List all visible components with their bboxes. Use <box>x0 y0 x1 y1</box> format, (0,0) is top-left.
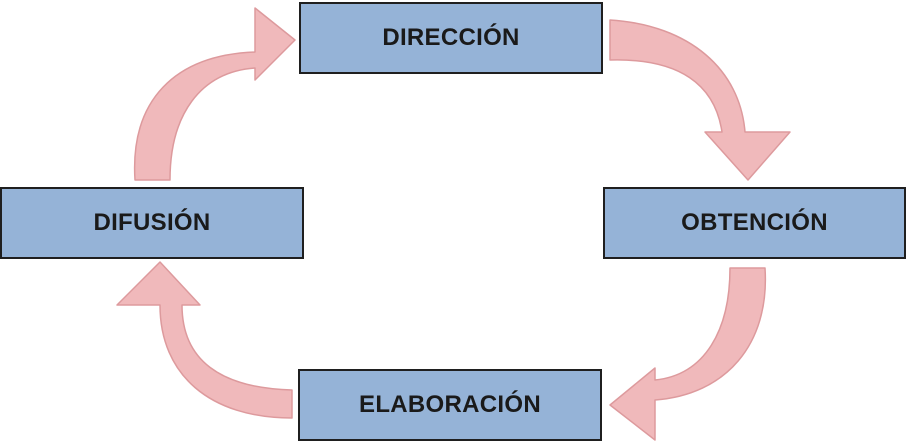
step-obtencion: OBTENCIÓN <box>603 187 906 259</box>
step-elaboracion-label: ELABORACIÓN <box>359 391 541 418</box>
step-elaboracion: ELABORACIÓN <box>298 369 602 441</box>
step-direccion-label: DIRECCIÓN <box>382 24 520 51</box>
step-difusion: DIFUSIÓN <box>0 187 304 259</box>
step-obtencion-label: OBTENCIÓN <box>681 209 828 236</box>
arrow-elaboracion-to-difusion <box>116 261 293 419</box>
step-difusion-label: DIFUSIÓN <box>93 209 211 236</box>
arrow-obtencion-to-elaboracion <box>609 267 767 441</box>
arrow-difusion-to-direccion <box>133 7 296 181</box>
arrow-direccion-to-obtencion <box>609 19 791 181</box>
step-direccion: DIRECCIÓN <box>299 2 603 74</box>
